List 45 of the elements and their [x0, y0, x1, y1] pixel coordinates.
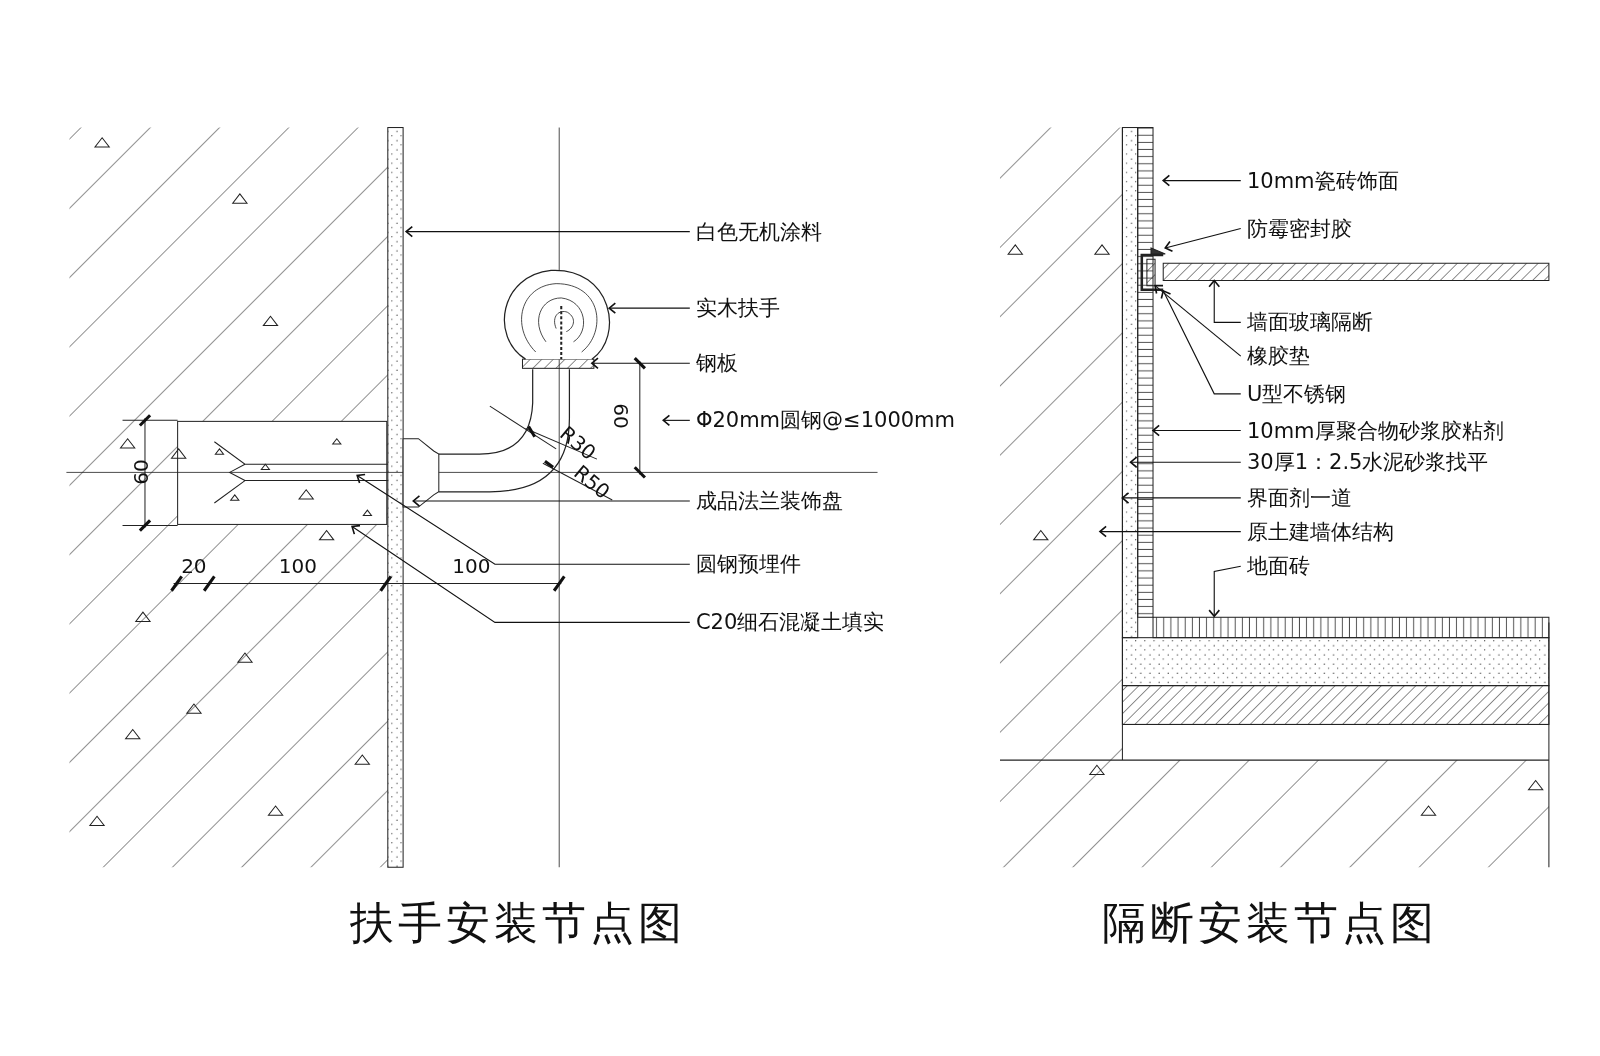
leader-line [1129, 456, 1242, 469]
callout-text: 10mm瓷砖饰面 [1246, 168, 1399, 193]
leader-line [412, 495, 691, 507]
leader-line [351, 524, 691, 623]
leader-line [1154, 284, 1242, 357]
u-channel [1140, 253, 1164, 292]
callout-text: 实木扶手 [695, 296, 780, 321]
leader-line [1121, 492, 1242, 504]
leader-line [405, 225, 691, 238]
callout-text: 10mm厚聚合物砂浆胶粘剂 [1246, 418, 1504, 443]
callout-text: 墙面玻璃隔断 [1246, 310, 1373, 335]
callout-text: 橡胶垫 [1246, 344, 1310, 369]
callout-text: 界面剂一道 [1246, 485, 1352, 510]
leader-line [1164, 228, 1242, 253]
dimension-text: 100 [452, 554, 491, 579]
callout-text: 30厚1：2.5水泥砂浆找平 [1246, 450, 1489, 475]
drawing-title: 隔断安装节点图 [1102, 895, 1439, 950]
callout-text: 白色无机涂料 [695, 219, 822, 244]
leader-line [1099, 525, 1242, 538]
leader-line [1162, 174, 1242, 187]
leader-line [1208, 565, 1242, 618]
callout-text: Φ20mm圆钢@≤1000mm [695, 408, 956, 433]
leader-line [1152, 424, 1242, 437]
rubber-pad [1146, 258, 1156, 287]
callout-text: 成品法兰装饰盘 [695, 488, 843, 514]
dimension-text: 20 [181, 554, 207, 579]
leader-line [608, 302, 691, 315]
leader-line [1160, 289, 1242, 395]
dimension-text: 60 [128, 459, 153, 486]
callout-text: 钢板 [695, 351, 738, 376]
leader-line [356, 473, 691, 565]
callout-text: C20细石混凝土填实 [695, 610, 885, 635]
callout-text: 原土建墙体结构 [1246, 519, 1394, 544]
callout-text: U型不锈钢 [1246, 381, 1347, 406]
leader-line [591, 357, 691, 370]
callout-text: 防霉密封胶 [1246, 216, 1352, 241]
leader-line [1208, 279, 1242, 323]
callout-text: 地面砖 [1246, 554, 1310, 579]
dimension-text: 100 [278, 554, 318, 579]
drawing-title: 扶手安装节点图 [350, 895, 687, 950]
leader-line [662, 414, 691, 427]
dimension-text: 60 [609, 403, 634, 430]
callout-text: 圆钢预埋件 [695, 552, 801, 577]
glass-panel [1162, 262, 1550, 282]
sealant-bead [1150, 247, 1166, 255]
